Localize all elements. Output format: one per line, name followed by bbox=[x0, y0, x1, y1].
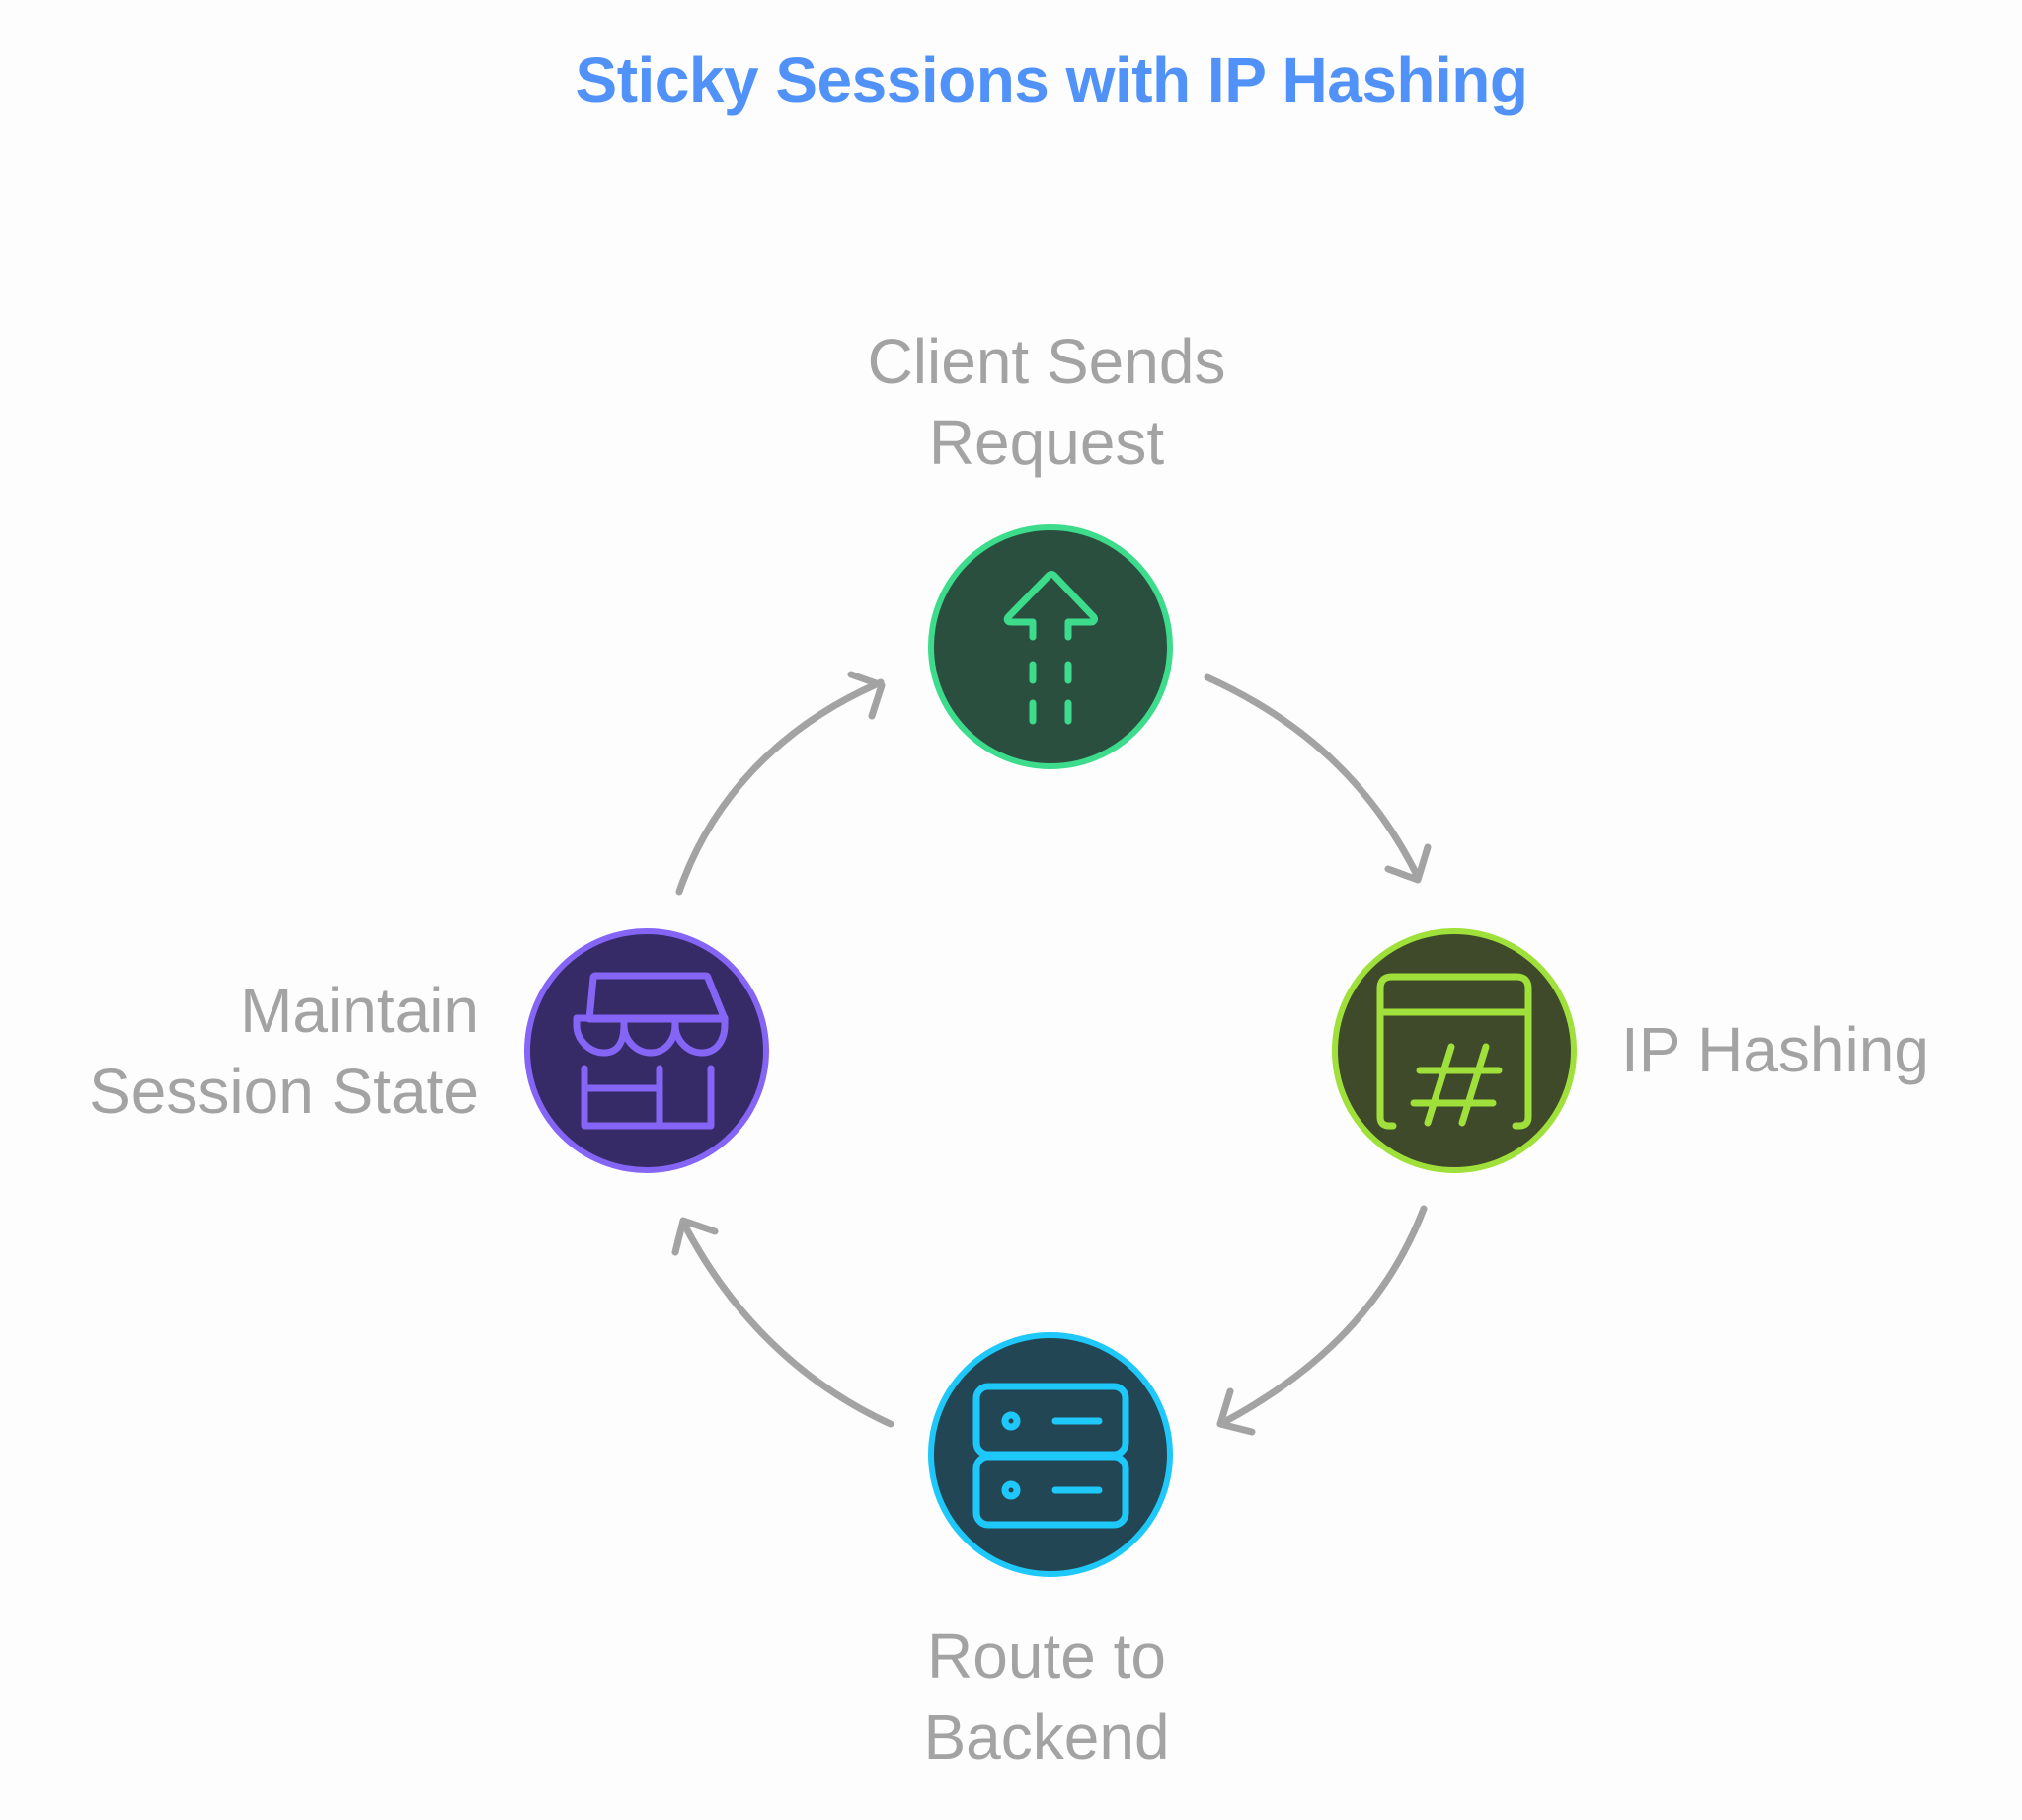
label-line: Route to bbox=[927, 1621, 1166, 1692]
node-route-to-backend bbox=[928, 1332, 1173, 1577]
node-client-sends-request bbox=[928, 524, 1173, 769]
label-line: Request bbox=[928, 407, 1165, 478]
label-route-to-backend: Route to Backend bbox=[770, 1616, 1323, 1778]
arrow-route-to-maintain bbox=[671, 1217, 894, 1428]
flow-arrows bbox=[671, 671, 1432, 1436]
arrow-up-dashed-icon bbox=[1003, 571, 1098, 725]
label-line: IP Hashing bbox=[1621, 1014, 1929, 1085]
label-line: Client Sends bbox=[867, 326, 1226, 397]
diagram-title: Sticky Sessions with IP Hashing bbox=[575, 44, 1528, 116]
label-client-sends-request: Client Sends Request bbox=[770, 321, 1323, 483]
label-line: Session State bbox=[89, 1056, 479, 1127]
server-icon bbox=[972, 1383, 1129, 1529]
label-line: Maintain bbox=[240, 975, 479, 1046]
arrow-client-to-hash bbox=[1204, 673, 1432, 884]
label-line: Backend bbox=[923, 1701, 1170, 1773]
node-ip-hashing bbox=[1332, 928, 1577, 1173]
hash-window-icon bbox=[1376, 973, 1532, 1130]
arrow-maintain-to-client bbox=[675, 671, 886, 896]
storefront-icon bbox=[573, 972, 729, 1130]
label-ip-hashing: IP Hashing bbox=[1621, 1009, 1929, 1090]
label-maintain-session-state: Maintain Session State bbox=[39, 970, 479, 1132]
arrow-hash-to-route bbox=[1216, 1205, 1428, 1436]
node-maintain-session-state bbox=[524, 928, 769, 1173]
